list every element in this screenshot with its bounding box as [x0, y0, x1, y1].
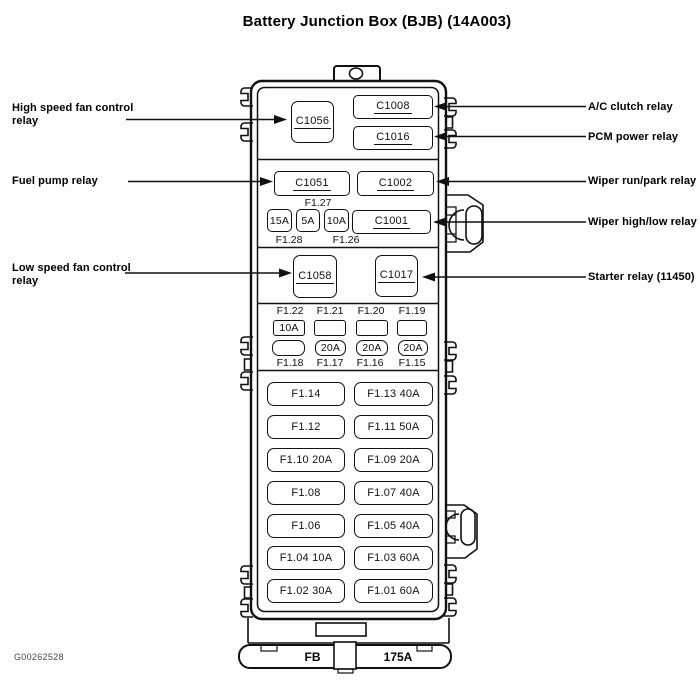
- right-mount-tabs: [444, 97, 457, 617]
- fuse-f1-11: F1.11 50A: [354, 415, 433, 439]
- relay-c1016: C1016: [353, 126, 433, 150]
- grid-label-f1-15: F1.15: [398, 357, 426, 369]
- relay-c1058: C1058: [293, 255, 337, 298]
- fuse-f1-09: F1.09 20A: [354, 448, 433, 472]
- fuse-f1-12: F1.12: [267, 415, 345, 439]
- fuse-f1-03: F1.03 60A: [354, 546, 433, 570]
- doc-code: G00262528: [14, 652, 64, 662]
- fuse-f1-04: F1.04 10A: [267, 546, 345, 570]
- callout-wiper-high-low-relay: Wiper high/low relay: [588, 216, 697, 228]
- grid-label-f1-16: F1.16: [356, 357, 384, 369]
- grid-fuse-f1-17: 20A: [315, 340, 346, 356]
- relay-c1051: C1051: [274, 171, 350, 196]
- callout-arrows: [125, 102, 586, 282]
- fuse-label-f1-28: F1.28: [275, 234, 303, 246]
- callout-fuel-pump-relay: Fuel pump relay: [12, 175, 98, 187]
- relay-c1017: C1017: [375, 255, 418, 297]
- callout-low-speed-fan-relay: Low speed fan control relay: [12, 262, 131, 287]
- fuse-label-f1-27: F1.27: [304, 197, 332, 209]
- relay-c1001: C1001: [352, 210, 431, 234]
- callout-ac-clutch-relay: A/C clutch relay: [588, 101, 673, 113]
- fuse-f1-08: F1.08: [267, 481, 345, 505]
- grid-fuse-f1-18: [272, 340, 305, 356]
- side-connector-upper: [445, 194, 484, 253]
- grid-fuse-f1-21: [314, 320, 346, 336]
- grid-label-f1-21: F1.21: [316, 305, 344, 317]
- fuse-10a: 10A: [324, 209, 349, 232]
- grid-label-f1-19: F1.19: [398, 305, 426, 317]
- grid-label-f1-20: F1.20: [357, 305, 385, 317]
- fuse-f1-10: F1.10 20A: [267, 448, 345, 472]
- grid-fuse-f1-20: [356, 320, 388, 336]
- top-mount-tab: [333, 65, 381, 81]
- fuse-15a: 15A: [267, 209, 292, 232]
- callout-pcm-power-relay: PCM power relay: [588, 131, 679, 143]
- fuse-f1-05: F1.05 40A: [354, 514, 433, 538]
- grid-label-f1-17: F1.17: [316, 357, 344, 369]
- diagram-title: Battery Junction Box (BJB) (14A003): [242, 13, 512, 30]
- grid-fuse-f1-16: 20A: [356, 340, 388, 356]
- relay-c1008: C1008: [353, 95, 433, 119]
- fuse-5a: 5A: [296, 209, 320, 232]
- left-mount-tabs: [240, 87, 253, 618]
- callout-wiper-run-park-relay: Wiper run/park relay: [588, 175, 697, 187]
- grid-label-f1-18: F1.18: [276, 357, 304, 369]
- callout-high-speed-fan-relay: High speed fan control relay: [12, 102, 134, 127]
- fuse-f1-07: F1.07 40A: [354, 481, 433, 505]
- grid-label-f1-22: F1.22: [276, 305, 304, 317]
- callout-starter-relay: Starter relay (11450): [588, 271, 695, 283]
- section-dividers: [258, 158, 438, 372]
- relay-c1056: C1056: [291, 101, 334, 143]
- bottom-bar-amp-label: 175A: [383, 650, 413, 664]
- relay-c1002: C1002: [357, 171, 434, 196]
- grid-fuse-f1-22: 10A: [273, 320, 305, 336]
- side-connector-lower: [445, 504, 478, 559]
- case-outline: [249, 79, 448, 621]
- fuse-f1-14: F1.14: [267, 382, 345, 406]
- fuse-f1-06: F1.06: [267, 514, 345, 538]
- fuse-f1-13: F1.13 40A: [354, 382, 433, 406]
- fuse-f1-01: F1.01 60A: [354, 579, 433, 603]
- grid-fuse-f1-15: 20A: [398, 340, 428, 356]
- grid-fuse-f1-19: [397, 320, 427, 336]
- fuse-f1-02: F1.02 30A: [267, 579, 345, 603]
- bottom-bar-fb-label: FB: [304, 650, 321, 664]
- bottom-terminal-assembly: [238, 618, 452, 674]
- fuse-label-f1-26: F1.26: [332, 234, 360, 246]
